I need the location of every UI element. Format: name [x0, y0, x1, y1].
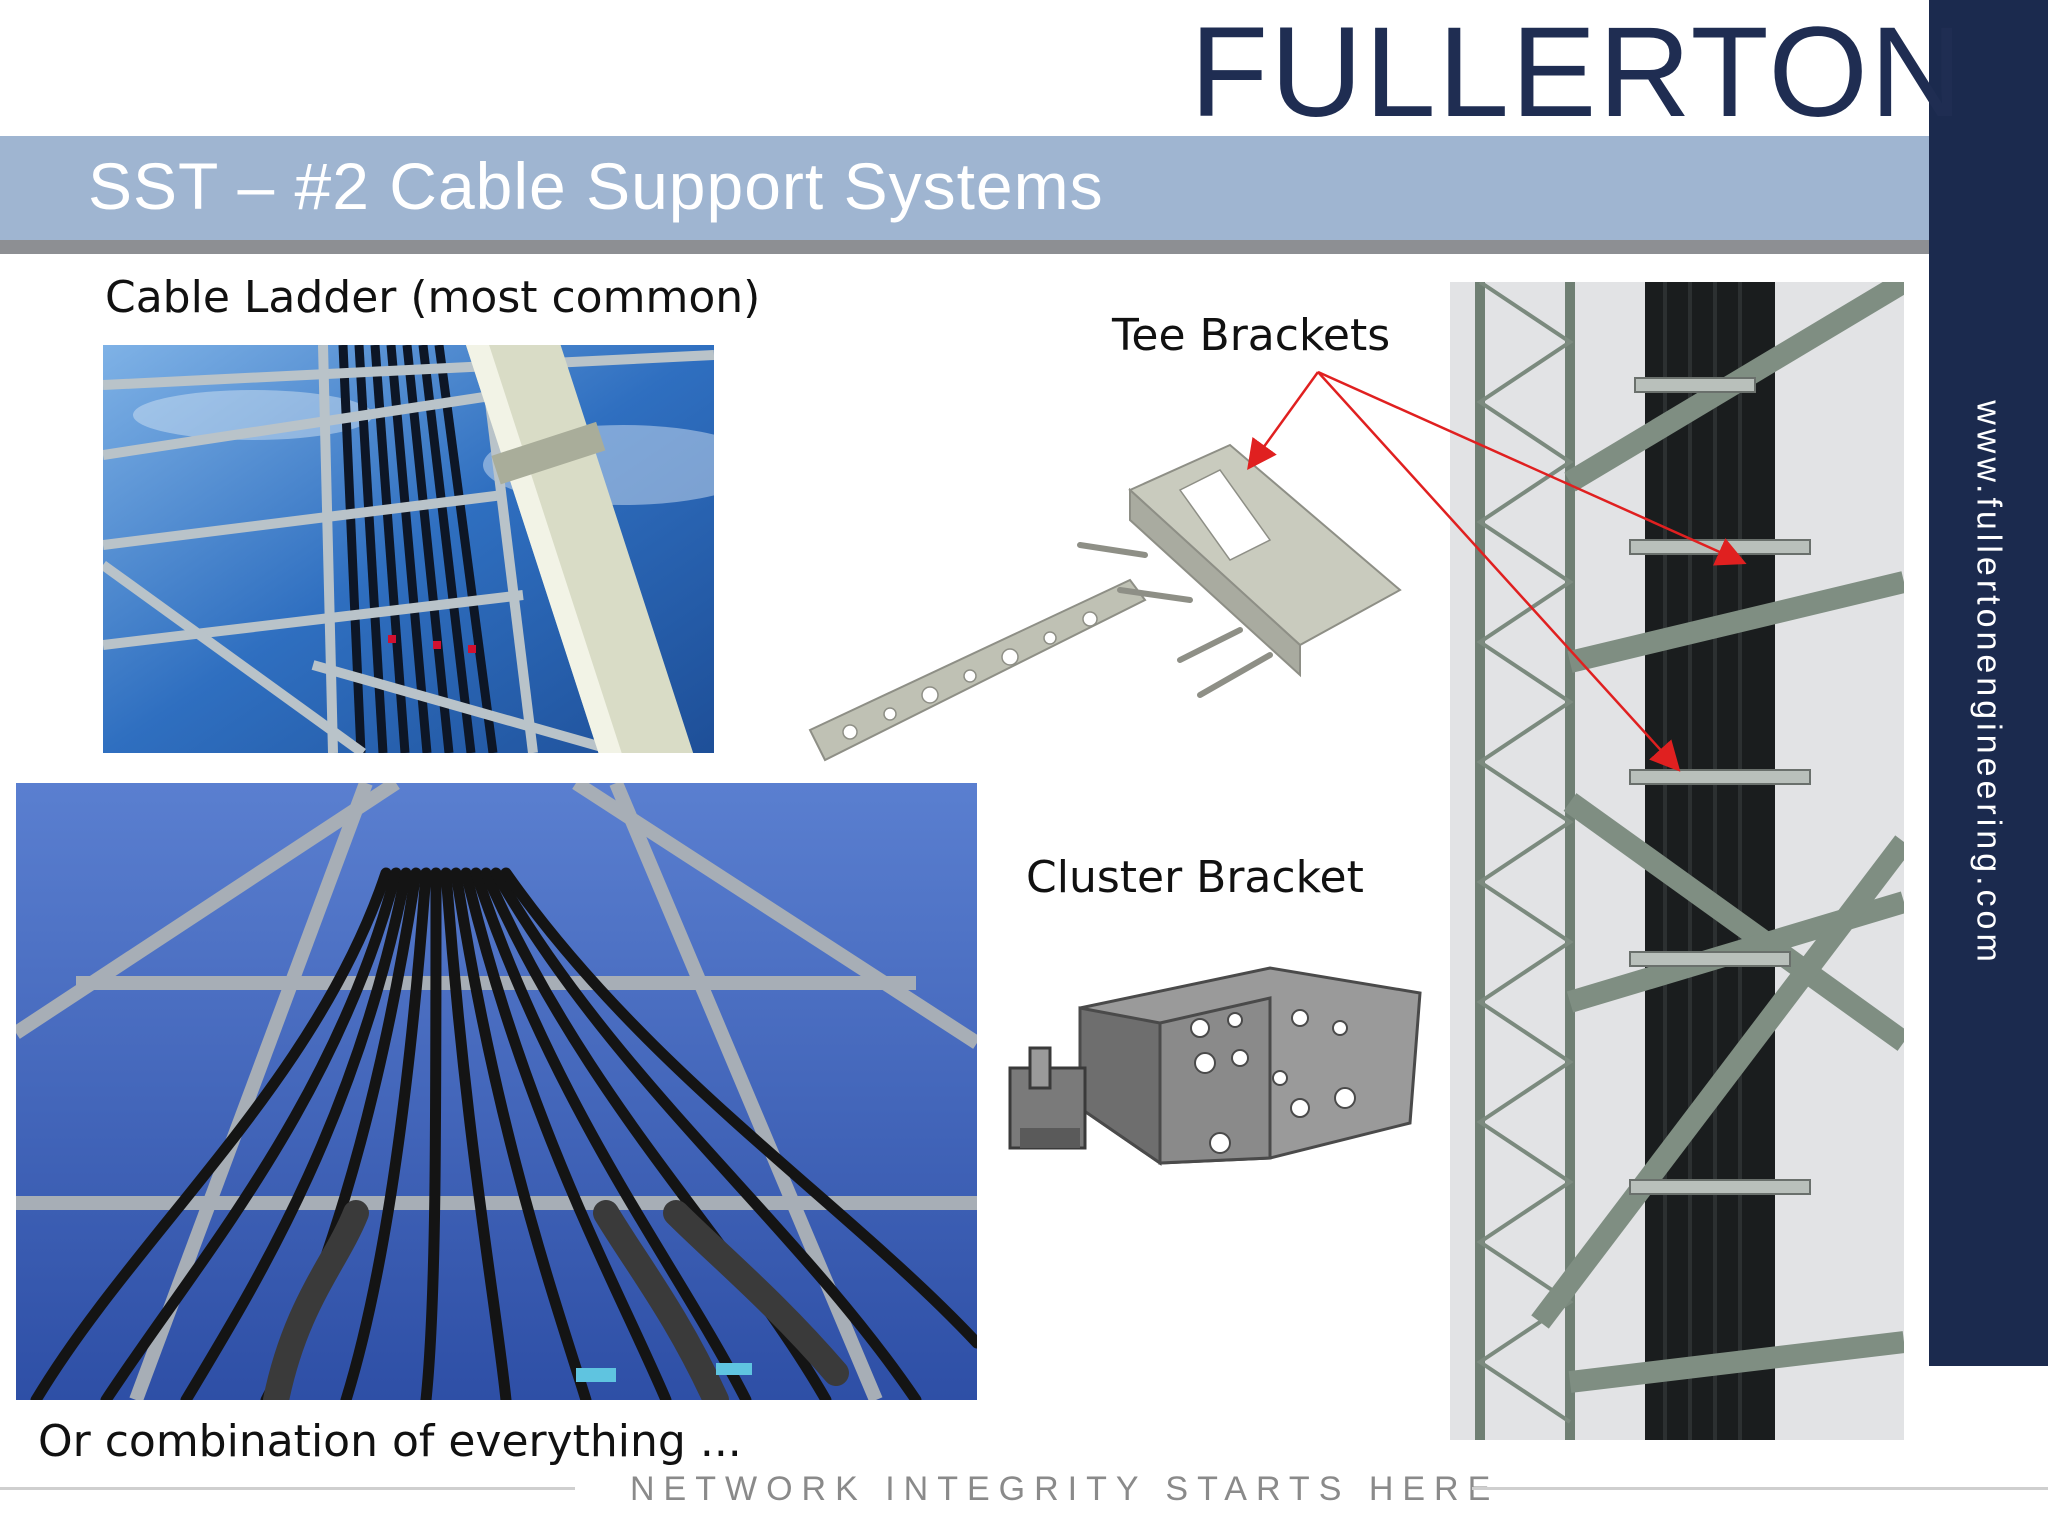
arrow-to-tee-bracket-image: [1247, 371, 1320, 471]
title-bar: [0, 136, 1929, 240]
footer-tagline: NETWORK INTEGRITY STARTS HERE: [630, 1470, 1500, 1508]
cluster-bracket-photo: [1000, 958, 1428, 1218]
cable-ladder-label: Cable Ladder (most common): [105, 272, 761, 323]
title-bar-shadow: [0, 240, 1929, 254]
company-logo: FULLERTON: [1190, 1, 1965, 144]
tower-tee-brackets-photo: [1450, 282, 1904, 1440]
cable-ladder-photo: [103, 345, 714, 753]
arrow-to-lower-tower-bracket: [1317, 371, 1681, 772]
footer-divider-left: [0, 1487, 575, 1490]
combination-cables-photo: [16, 783, 977, 1400]
cluster-bracket-label: Cluster Bracket: [1026, 852, 1364, 903]
tee-brackets-label: Tee Brackets: [1112, 310, 1391, 361]
footer-divider-right: [1472, 1487, 2048, 1490]
arrow-to-upper-tower-bracket: [1317, 370, 1747, 566]
tee-bracket-photo: [800, 430, 1410, 770]
right-sidebar: [1929, 0, 2048, 1366]
slide-title: SST – #2 Cable Support Systems: [88, 149, 1104, 223]
combination-label: Or combination of everything ...: [38, 1416, 742, 1467]
